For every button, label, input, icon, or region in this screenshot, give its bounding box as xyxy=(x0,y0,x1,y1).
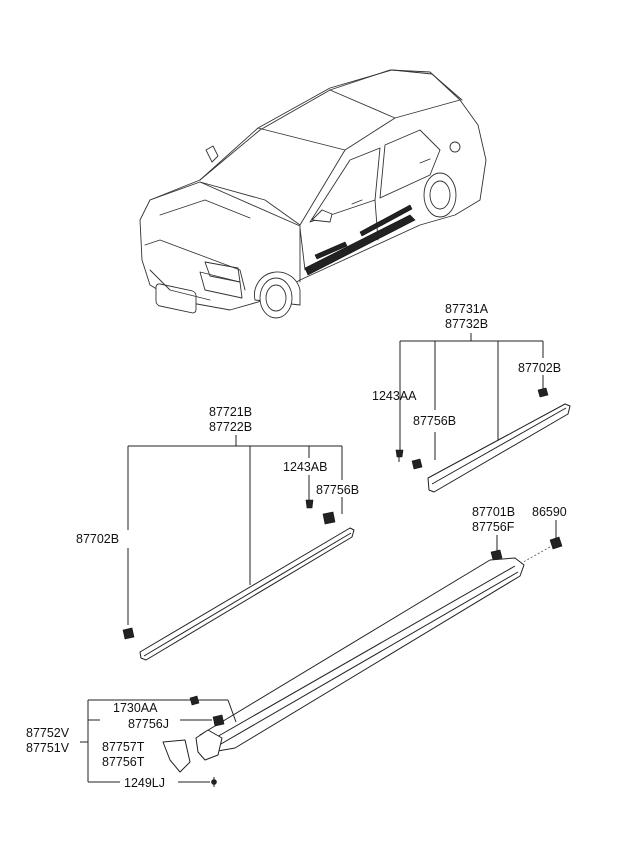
part-label-87756B-upper: 87756B xyxy=(413,414,456,428)
part-label-87752V: 87752V xyxy=(26,726,70,740)
part-label-87732B: 87732B xyxy=(445,317,488,331)
part-label-87756T: 87756T xyxy=(102,755,145,769)
part-label-1243AA: 1243AA xyxy=(372,389,417,403)
front-door-molding xyxy=(139,527,355,661)
part-label-1243AB: 1243AB xyxy=(283,460,327,474)
car-illustration xyxy=(139,69,487,319)
part-label-87731A: 87731A xyxy=(445,302,489,316)
part-label-87756J: 87756J xyxy=(128,717,169,731)
part-label-1730AA: 1730AA xyxy=(113,701,158,715)
part-label-87702B-lower: 87702B xyxy=(76,532,119,546)
part-label-87702B-upper: 87702B xyxy=(518,361,561,375)
part-label-87721B: 87721B xyxy=(209,405,252,419)
part-label-87751V: 87751V xyxy=(26,741,70,755)
part-label-1249LJ: 1249LJ xyxy=(124,776,165,790)
part-label-87701B: 87701B xyxy=(472,505,515,519)
side-sill-group: 87701B 87756F 86590 xyxy=(162,505,567,787)
side-sill-molding xyxy=(199,557,525,753)
part-label-87756B-lower: 87756B xyxy=(316,483,359,497)
part-label-87756F: 87756F xyxy=(472,520,515,534)
upper-rear-molding-group: 87731A 87732B 1243AA 87756B 87702B xyxy=(372,302,571,493)
part-label-86590: 86590 xyxy=(532,505,567,519)
part-label-87757T: 87757T xyxy=(102,740,145,754)
part-label-87722B: 87722B xyxy=(209,420,252,434)
bottom-callouts: 1730AA 87756J 87752V 87751V 87757T 87756… xyxy=(26,699,237,790)
front-door-molding-group: 87721B 87722B 1243AB 87756B 87702B xyxy=(76,405,359,661)
